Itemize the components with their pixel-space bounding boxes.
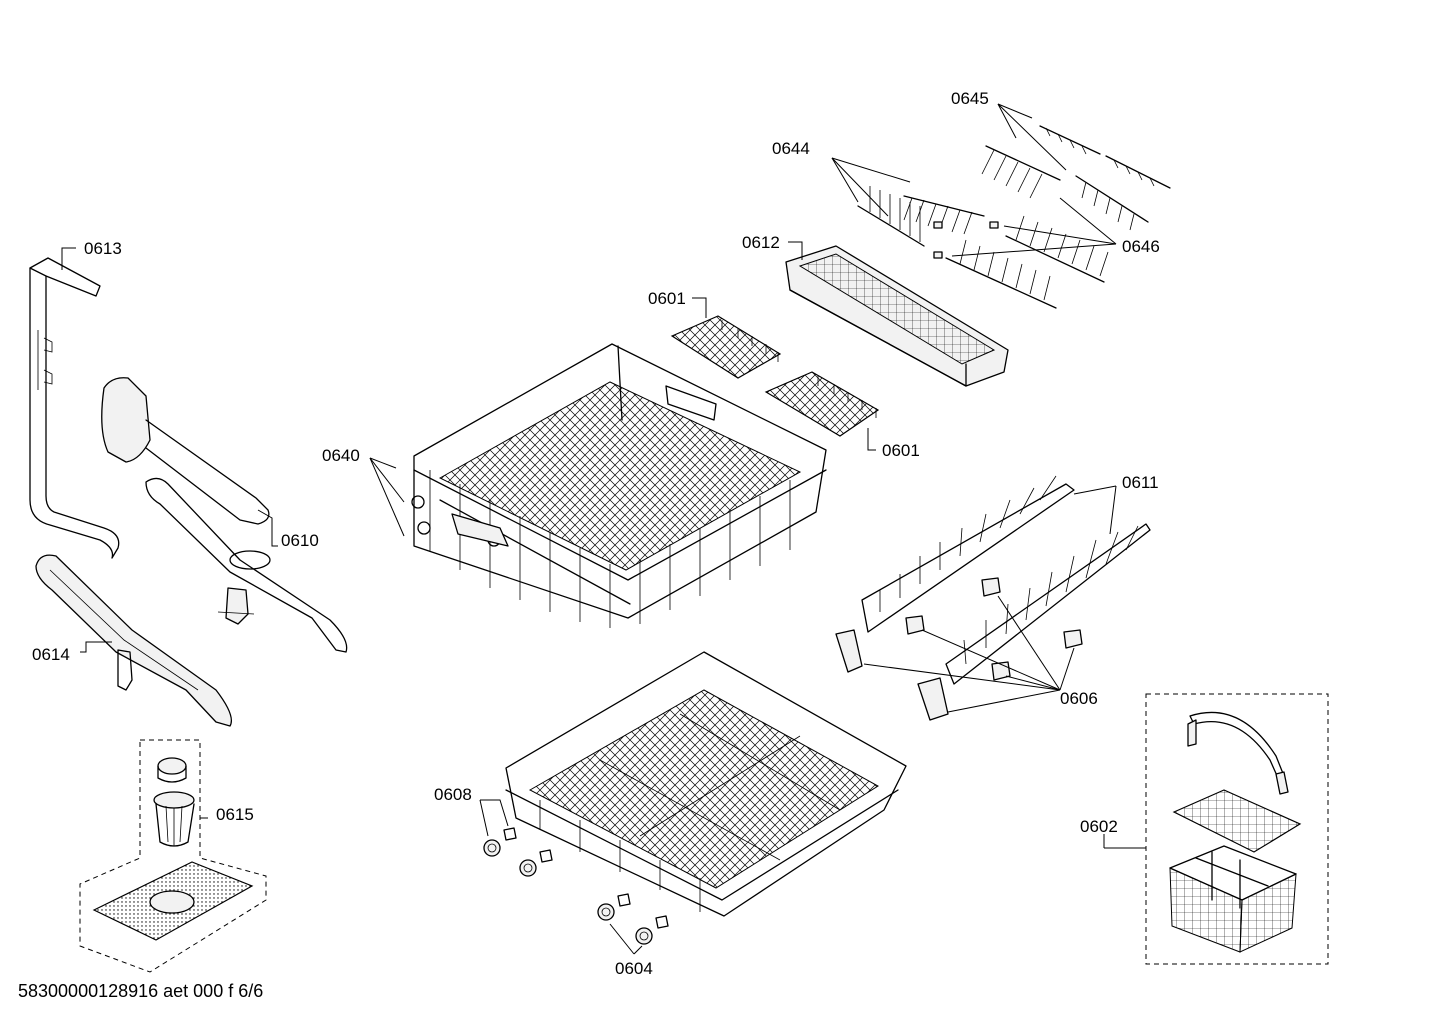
label-0640: 0640	[322, 446, 360, 465]
drawing-number: 58300000128916 aet 000 f 6/6	[18, 981, 263, 1001]
part-0615-filter-assembly	[79, 739, 267, 973]
part-0611-tine-racks	[861, 475, 1151, 685]
part-0612-cutlery-tray	[785, 245, 1009, 387]
leader-0608-b	[479, 799, 489, 837]
label-0606: 0606	[1060, 689, 1098, 708]
part-0602-cutlery-basket	[1145, 693, 1329, 965]
label-0604: 0604	[615, 959, 653, 978]
leader-0611-a	[1073, 485, 1117, 495]
leader-0612	[788, 241, 803, 260]
leader-0604-a	[609, 923, 635, 955]
part-0614-lower-spray-arm	[35, 554, 233, 727]
leader-0606-a	[863, 663, 1061, 691]
part-0640-upper-basket	[411, 343, 827, 628]
label-0610: 0610	[281, 531, 319, 550]
leader-0606-e	[1005, 675, 1061, 691]
label-0645: 0645	[951, 89, 989, 108]
part-0601-rack-insert-b	[764, 371, 880, 437]
leader-0645-a	[997, 103, 1033, 119]
label-0602: 0602	[1080, 817, 1118, 836]
leader-0614	[80, 641, 112, 653]
part-0645-fold-down-tines	[981, 125, 1171, 231]
leader-0646-a	[1059, 197, 1117, 245]
leader-0640-a	[369, 457, 397, 469]
leader-0601-b	[867, 428, 876, 451]
label-0644: 0644	[772, 139, 810, 158]
leader-0646-b	[1003, 225, 1117, 245]
label-0612: 0612	[742, 233, 780, 252]
leader-0644-a	[831, 157, 859, 203]
part-lower-basket	[505, 651, 907, 917]
leader-0644-c	[831, 157, 889, 217]
part-0644-tine-racks	[857, 186, 1109, 309]
leader-0601-a	[692, 297, 707, 318]
part-0610-upper-spray-arm	[101, 377, 348, 653]
leader-0640-c	[369, 457, 405, 537]
leader-0611-b	[1109, 485, 1117, 535]
label-0615: 0615	[216, 805, 254, 824]
label-0601-b: 0601	[882, 441, 920, 460]
leader-0644-b	[831, 157, 911, 183]
label-0611: 0611	[1122, 473, 1159, 492]
part-0606-clips	[835, 577, 1083, 721]
label-0601-a: 0601	[648, 289, 686, 308]
part-0604-wheels	[597, 893, 669, 945]
leader-0606-d	[997, 595, 1061, 691]
label-0608: 0608	[434, 785, 472, 804]
leader-0606-c	[921, 629, 1061, 691]
leader-0646-c	[951, 243, 1117, 257]
leader-0645-c	[997, 103, 1067, 171]
leader-0640-b	[369, 457, 405, 503]
label-0614: 0614	[32, 645, 70, 664]
part-0613-spray-pipe	[29, 257, 120, 559]
leader-0604-b	[633, 945, 643, 955]
leader-0645-b	[997, 103, 1017, 139]
leader-0606-b	[947, 689, 1061, 713]
part-0608-wheels	[483, 827, 553, 877]
leader-0608-a	[480, 799, 509, 827]
label-0613: 0613	[84, 239, 122, 258]
label-0646: 0646	[1122, 237, 1160, 256]
leader-0610	[257, 509, 278, 547]
part-0601-rack-insert-a	[670, 315, 782, 379]
leader-0613	[61, 247, 76, 270]
leader-0606-f	[1059, 647, 1075, 691]
